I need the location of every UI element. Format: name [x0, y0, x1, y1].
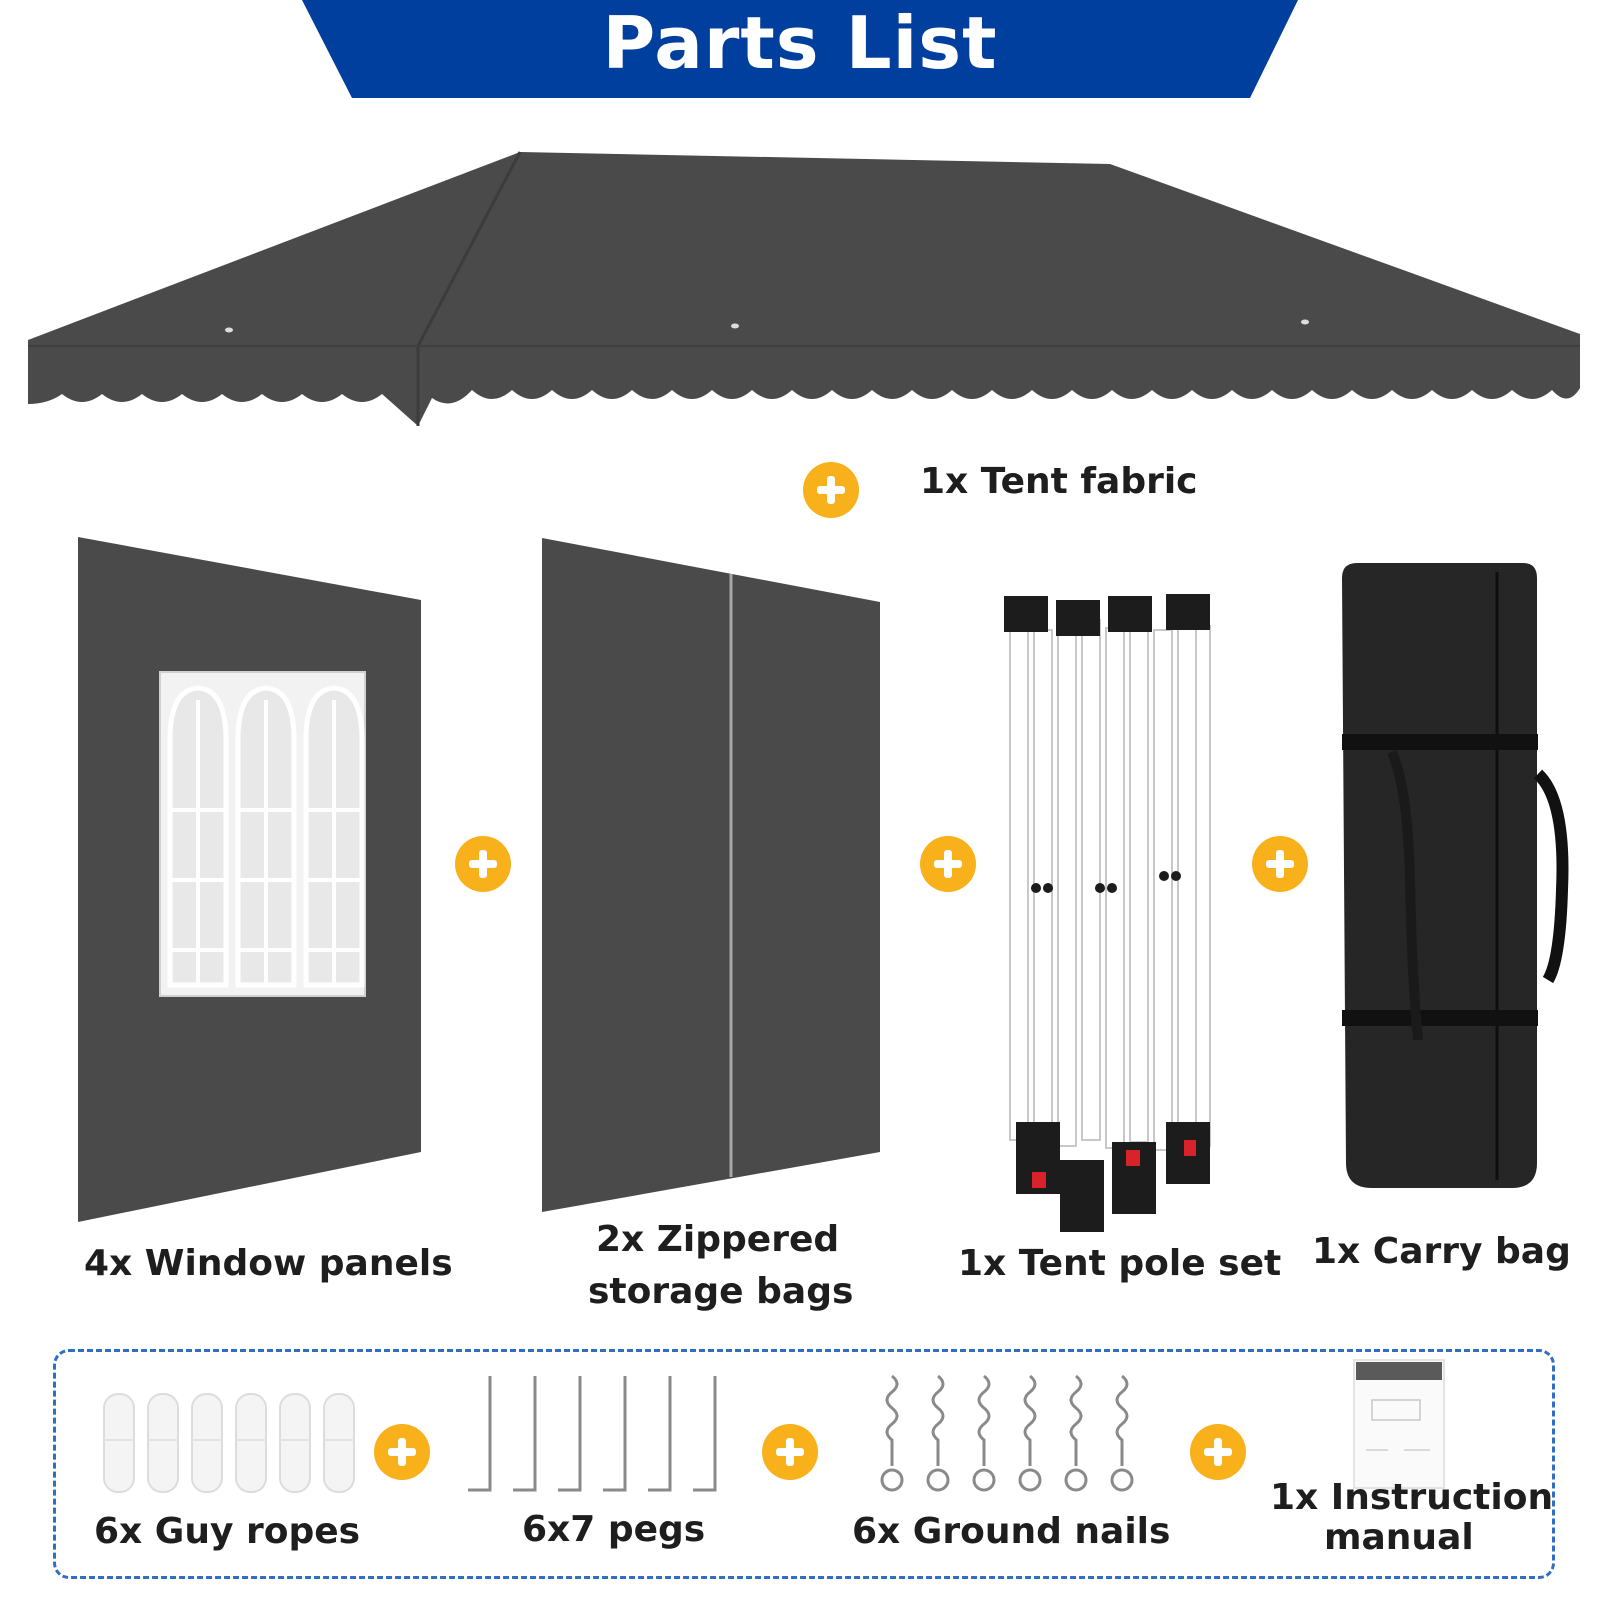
accessories-box	[53, 1349, 1555, 1579]
tent-fabric-label: 1x Tent fabric	[920, 461, 1198, 502]
plus-icon	[374, 1424, 430, 1480]
header-banner	[302, 0, 1298, 98]
carry-bag-label: 1x Carry bag	[1312, 1231, 1571, 1272]
tent-pole-set-label: 1x Tent pole set	[958, 1243, 1282, 1284]
plus-icon	[455, 836, 511, 892]
instruction-manual-label-line1: 1x Instruction	[1270, 1477, 1554, 1518]
ground-nails-label: 6x Ground nails	[852, 1511, 1171, 1552]
zippered-bags-label-line2: storage bags	[588, 1271, 854, 1312]
instruction-manual-image	[1353, 1359, 1445, 1489]
plus-icon	[803, 462, 859, 518]
guy-ropes-label: 6x Guy ropes	[94, 1511, 361, 1552]
tent-pole-set-image	[1004, 594, 1211, 1232]
window-panels-label: 4x Window panels	[84, 1243, 453, 1284]
plus-icon	[762, 1424, 818, 1480]
plus-icon	[1252, 836, 1308, 892]
pegs-image	[468, 1376, 717, 1492]
zippered-bags-label-line1: 2x Zippered	[596, 1219, 840, 1260]
window-panel-image	[78, 537, 421, 1222]
instruction-manual-label-line2: manual	[1324, 1517, 1474, 1558]
zippered-panel-image	[542, 538, 880, 1212]
guy-ropes-image	[103, 1393, 355, 1493]
carry-bag-image	[1342, 563, 1569, 1188]
pegs-label: 6x7 pegs	[522, 1509, 706, 1550]
page-title: Parts List	[602, 1, 998, 85]
plus-icon	[1190, 1424, 1246, 1480]
tent-fabric-image	[28, 151, 1580, 426]
ground-nails-image	[880, 1374, 1134, 1492]
plus-icon	[920, 836, 976, 892]
